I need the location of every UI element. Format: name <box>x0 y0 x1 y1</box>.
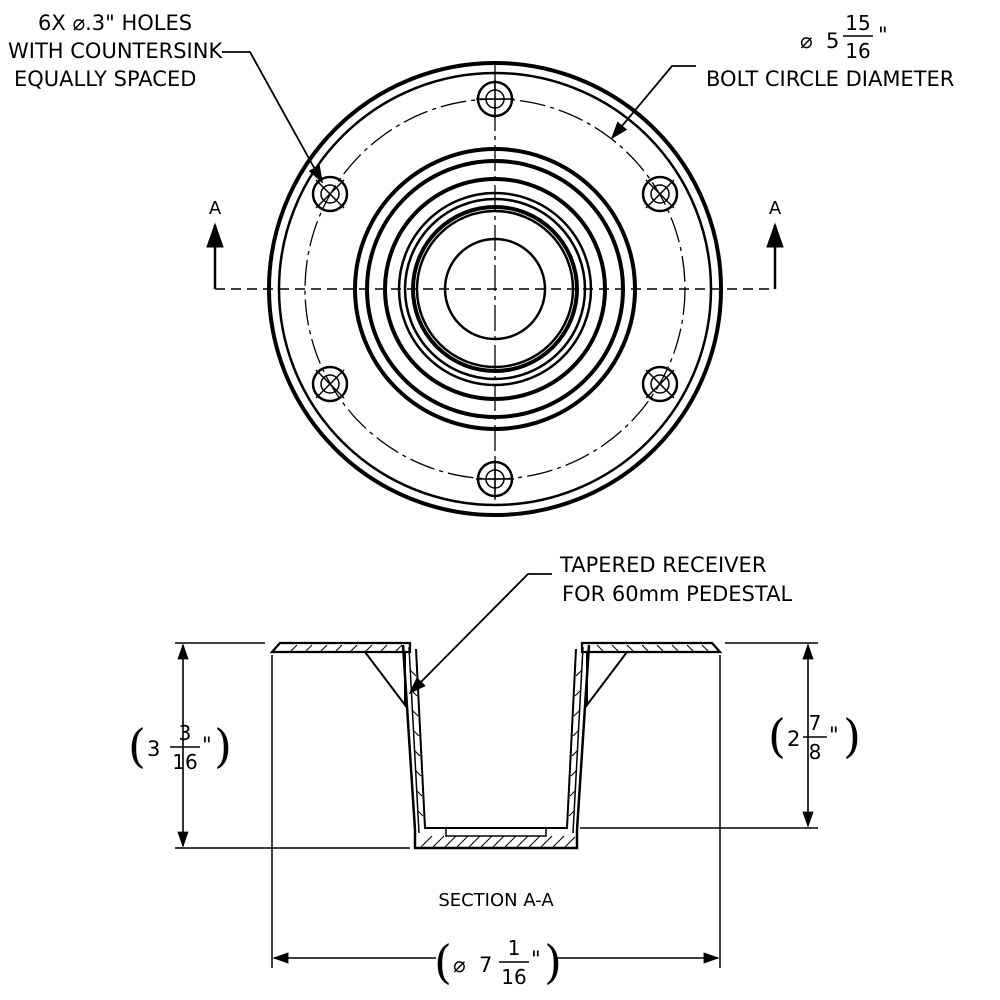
receiver-height-denominator: 8 <box>809 740 822 764</box>
receiver-height-dimension: ( 2 7 8 " ) <box>580 642 861 829</box>
flange-diameter-whole: 7 <box>479 953 492 977</box>
flange-diameter-denominator: 16 <box>501 965 526 989</box>
bolt-circle-inch: " <box>878 23 888 47</box>
receiver-callout: TAPERED RECEIVER FOR 60mm PEDESTAL <box>408 553 792 695</box>
flange-diameter-numerator: 1 <box>508 936 521 960</box>
section-view <box>269 641 723 850</box>
section-marker-left: A <box>209 198 222 219</box>
section-title: SECTION A-A <box>438 890 554 911</box>
rib-right <box>586 651 628 708</box>
bolt-hole <box>641 175 679 213</box>
overall-height-denominator: 16 <box>172 750 197 774</box>
bolt-circle-denominator: 16 <box>845 39 870 63</box>
receiver-wall-outer <box>401 644 591 850</box>
overall-height-numerator: 3 <box>179 721 192 745</box>
top-view: A A <box>206 61 784 517</box>
receiver-height-whole: 2 <box>787 727 800 751</box>
hole-callout: 6X ⌀.3" HOLES WITH COUNTERSINK EQUALLY S… <box>8 11 323 184</box>
receiver-callout-line1: TAPERED RECEIVER <box>559 553 766 577</box>
svg-text:): ) <box>214 719 232 773</box>
bolt-hole <box>476 80 514 118</box>
hole-callout-line2: WITH COUNTERSINK <box>8 39 223 63</box>
receiver-height-inch: " <box>829 723 839 747</box>
receiver-callout-line2: FOR 60mm PEDESTAL <box>562 582 792 606</box>
bolt-hole <box>311 175 349 213</box>
bolt-hole <box>641 365 679 403</box>
hole-callout-line1: 6X ⌀.3" HOLES <box>38 11 192 35</box>
bolt-hole <box>311 365 349 403</box>
overall-height-whole: 3 <box>147 737 160 761</box>
receiver-wall-inner <box>415 648 577 829</box>
overall-height-dimension: ( 3 3 16 " ) <box>128 642 410 849</box>
hole-callout-line3: EQUALLY SPACED <box>14 67 196 91</box>
overall-height-inch: " <box>202 733 212 757</box>
section-marker-right: A <box>769 198 782 219</box>
svg-text:): ) <box>544 935 562 989</box>
rib-left <box>364 651 406 708</box>
svg-text:(: ( <box>768 709 786 763</box>
bolt-circle-label: BOLT CIRCLE DIAMETER <box>706 67 954 91</box>
flange-section-left <box>269 641 412 654</box>
flange-diameter-inch: " <box>531 947 541 971</box>
receiver-height-numerator: 7 <box>809 711 822 735</box>
bolt-circle-whole: 5 <box>826 29 839 53</box>
svg-text:(: ( <box>128 719 146 773</box>
flange-diameter-dimension: ( ⌀ 7 1 16 " ) <box>271 655 721 989</box>
bolt-circle-callout: ⌀ 5 15 16 " BOLT CIRCLE DIAMETER <box>610 11 954 140</box>
bolt-circle-symbol: ⌀ <box>800 29 813 53</box>
bolt-circle-numerator: 15 <box>845 11 870 35</box>
bolt-hole <box>476 460 514 498</box>
svg-text:): ) <box>843 709 861 763</box>
svg-text:(: ( <box>434 935 452 989</box>
flange-diameter-symbol: ⌀ <box>453 953 466 977</box>
